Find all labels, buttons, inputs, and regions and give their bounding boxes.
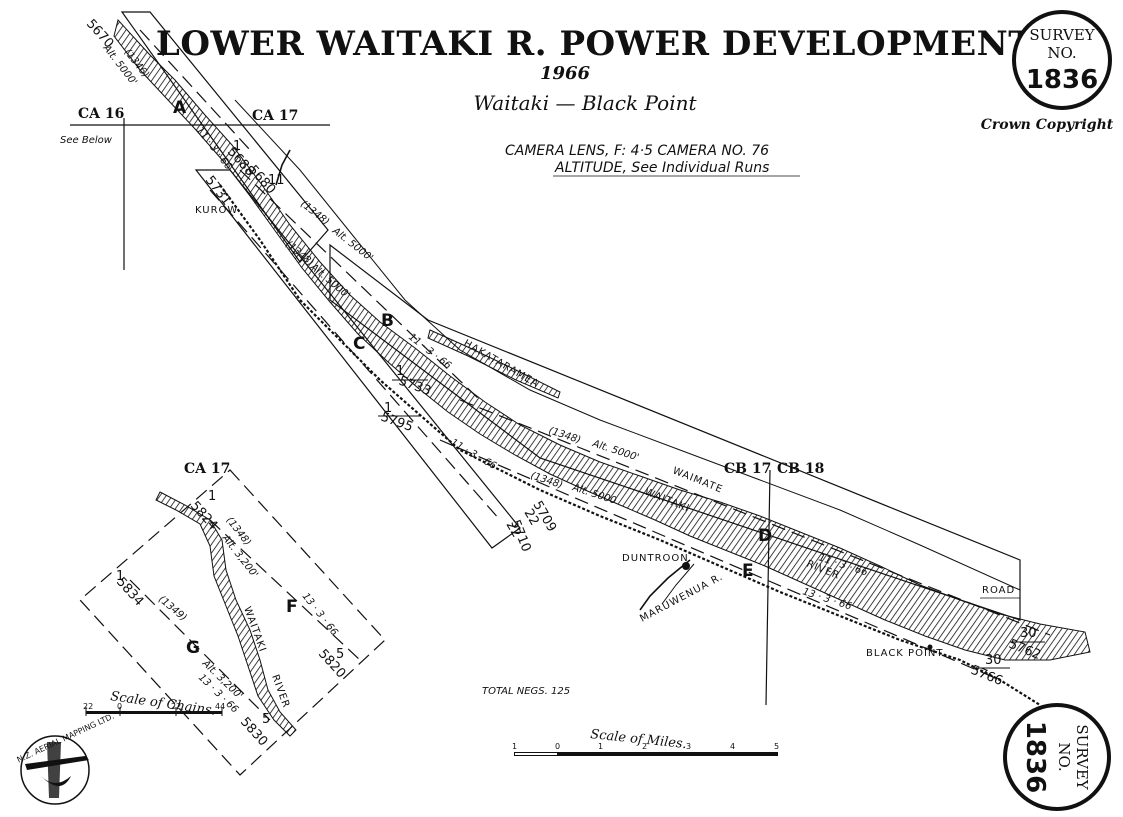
run-g-start-no: 1 [116,569,124,584]
run-c-start-neg: 5731 [202,173,234,208]
run-e-label: E [742,561,754,581]
duntroon-marker [682,562,690,570]
nz-aerial-mapping-logo: N.Z. AERIAL MAPPING LTD. [16,712,116,805]
run-b-end-no: 22 [521,507,542,529]
scale-chains-label: Scale of Chains. [109,689,216,719]
run-a-line [139,29,251,151]
run-g-film: (1349) [156,594,189,624]
run-a-label: A [173,98,187,118]
inset-grid-label-ca17: CA 17 [184,461,230,477]
run-a-run-no: 1 [233,139,241,154]
run-f-date: 13 · 3 · 66 [300,591,340,638]
run-b-label: B [381,311,394,331]
run-b-line [239,169,481,401]
scale-chains-bar [86,711,222,714]
railway-line [219,184,1041,706]
place-kurow: KUROW [195,205,238,216]
inset-map: CA 17 F G 1 5824 (1348) Alt. 3,200' 13 ·… [79,461,386,776]
hakataramea-river [427,329,561,399]
seal-bottom-number: 1836 [1020,721,1050,793]
scale-miles-tick-label: 2 [642,742,647,751]
run-e-end-no: 30 [985,653,1002,668]
run-bd-frame [329,243,1021,621]
run-g-line [129,579,271,721]
map-year: 1966 [540,63,591,84]
run-d-alt: Alt. 5000' [590,438,640,464]
run-d-end-no: 30 [1020,626,1037,641]
scale-miles-tick-label: 1 [598,742,603,751]
crown-copyright: Crown Copyright [981,117,1114,133]
grid-label-cb17: CB 17 [724,461,771,477]
scale-miles-tick-label: 0 [555,742,560,751]
seal-top-number: 1836 [1026,65,1098,95]
run-f-start-no: 1 [208,489,216,504]
run-e-start-neg: 5795 [379,410,415,435]
scale-chains-tick-label: 0 [117,702,122,711]
grid-label-ca16: CA 16 [78,106,124,122]
seal-top-survey: SURVEY [1029,26,1095,44]
place-maruwenua: MARUWENUA R. [638,571,725,624]
maruwenua-river-bank [661,563,695,605]
map-subtitle: Waitaki — Black Point [473,91,697,115]
logo-text: N.Z. AERIAL MAPPING LTD. [16,712,116,765]
scale-miles-tick-label: 1 [512,742,517,751]
run-c-label: C [353,334,365,354]
run-g-label: G [186,638,200,658]
place-duntroon: DUNTROON [622,553,689,564]
kurow-creek [275,149,291,186]
place-hakataramea: HAKATARAMEA [462,338,541,390]
place-black-point: BLACK POINT [866,648,943,659]
run-d-start-no: 1 [396,364,404,379]
total-negatives: TOTAL NEGS. 125 [482,686,570,697]
scale-chains-tick-label: 22 [83,702,93,711]
run-f-line [209,519,361,661]
scale-miles-label: Scale of Miles. [590,727,688,752]
grid-label-cb18: CB 18 [777,461,824,477]
run-e-date: 11 · 3 · 66 [449,437,499,472]
scale-chains-tick-label: 22 [171,702,181,711]
run-g-start-neg: 5834 [113,575,146,610]
run-f-label: F [286,597,298,617]
scale-chains-tick-label: 44 [215,702,225,711]
black-point-marker [927,644,933,650]
scale-miles-bar-split [515,753,557,755]
camera-info: CAMERA LENS, F: 4·5 CAMERA NO. 76 [505,143,769,159]
scale-miles-tick-label: 4 [730,742,735,751]
maruwenua-river [639,559,691,611]
run-d-line [459,399,1051,636]
seal-bottom-survey: SURVEY [1073,724,1091,790]
run-f-end-no: 5 [336,647,344,662]
altitude-info: ALTITUDE, See Individual Runs [554,160,769,176]
seal-top-no: NO. [1047,44,1076,62]
inset-river [155,491,297,737]
run-e-start-no: 1 [384,401,392,416]
run-g-end-no: 5 [262,712,270,727]
scale-miles-tick-label: 5 [774,742,779,751]
scale-of-miles: Scale of Miles. 1 0 1 2 3 4 5 [512,727,779,756]
seal-bottom-no: NO. [1055,742,1073,771]
map-title: LOWER WAITAKI R. POWER DEVELOPMENT [156,24,1034,64]
run-c-line [209,189,501,521]
scale-miles-bar [514,752,778,756]
run-d-label: D [758,526,772,546]
run-b-run-no: 11 [268,173,285,188]
see-below-note: See Below [60,135,113,146]
inset-frame [79,469,386,776]
survey-seal-top: SURVEY NO. 1836 [1012,10,1112,110]
run-a-frame [120,11,329,263]
road-north [234,99,1021,591]
run-c-end-no: 22 [503,519,524,541]
run-e-line [439,439,1001,681]
place-road: ROAD [982,585,1015,596]
survey-seal-bottom: SURVEY NO. 1836 [1003,703,1111,811]
grid-label-ca17: CA 17 [252,108,298,124]
run-b-alt: Alt. 5000' [329,225,374,264]
waitaki-river-main [113,18,1091,661]
run-c-frame [194,169,521,549]
scale-miles-tick-label: 3 [686,742,691,751]
